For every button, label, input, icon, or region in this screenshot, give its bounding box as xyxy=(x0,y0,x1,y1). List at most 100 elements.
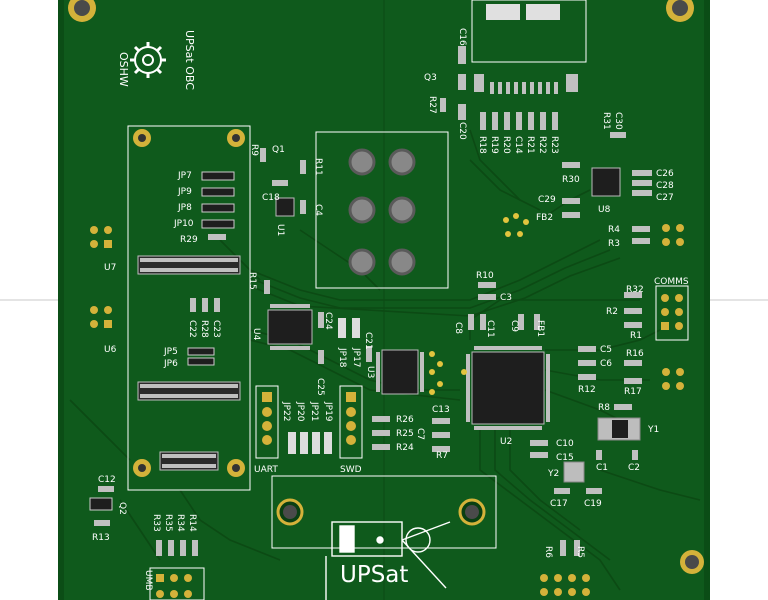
chip-u4[interactable] xyxy=(267,304,313,350)
chip-u8[interactable] xyxy=(591,167,621,197)
chip-u3[interactable] xyxy=(376,349,424,395)
ref-label-c2: C2 xyxy=(628,463,640,473)
ref-label-c1: C1 xyxy=(596,463,608,473)
battery-connector-holes xyxy=(348,148,416,276)
ref-label-y1: Y1 xyxy=(647,425,659,435)
ref-label-r16: R16 xyxy=(626,349,644,359)
ref-label-r17: R17 xyxy=(624,387,642,397)
test-pads-left xyxy=(90,226,112,328)
ref-label-c25: C25 xyxy=(315,378,325,396)
swd-label: SWD xyxy=(340,465,362,475)
ref-label-r11: R11 xyxy=(313,158,323,176)
ref-label-r22: R22 xyxy=(537,136,547,154)
ref-label-q1: Q1 xyxy=(272,145,285,155)
ref-label-r21: R21 xyxy=(525,136,535,154)
sd-connector-pad xyxy=(486,4,520,20)
board-connectors xyxy=(137,255,241,471)
ref-label-c21: C21 xyxy=(363,332,373,350)
umb-label: UMB xyxy=(143,570,153,591)
crystal-y1[interactable] xyxy=(597,417,641,441)
ref-label-jp18: JP18 xyxy=(337,347,347,368)
board-title: UPSat OBC xyxy=(183,30,196,90)
ref-label-jp10: JP10 xyxy=(173,219,194,229)
ref-label-u6: U6 xyxy=(104,345,117,355)
ref-label-r8: R8 xyxy=(598,403,610,413)
ref-label-r30: R30 xyxy=(562,175,580,185)
ref-label-c4: C4 xyxy=(313,204,323,216)
ref-label-c26: C26 xyxy=(656,169,674,179)
ref-label-jp5: JP5 xyxy=(163,347,178,357)
ref-label-r7: R7 xyxy=(436,451,448,461)
ref-label-r2: R2 xyxy=(606,307,618,317)
ref-label-jp20: JP20 xyxy=(295,401,305,422)
uart-label: UART xyxy=(254,465,278,475)
ref-label-r5: R5 xyxy=(575,546,585,558)
ref-label-c11: C11 xyxy=(485,320,495,338)
ref-label-r31: R31 xyxy=(601,112,611,130)
ref-label-r15: R15 xyxy=(247,272,257,290)
ref-label-u7: U7 xyxy=(104,263,116,273)
ref-label-c20: C20 xyxy=(457,122,467,140)
ref-label-r34: R34 xyxy=(175,514,185,532)
umb-header[interactable] xyxy=(149,567,205,600)
battery-connector-outline xyxy=(315,131,449,289)
ref-label-r4: R4 xyxy=(608,225,620,235)
ref-label-u8: U8 xyxy=(598,205,611,215)
ref-label-c15: C15 xyxy=(556,453,574,463)
ref-label-jp19: JP19 xyxy=(323,401,333,422)
ref-label-jp8: JP8 xyxy=(177,203,192,213)
ref-label-u3: U3 xyxy=(365,366,375,378)
ref-label-c30: C30 xyxy=(613,112,623,130)
ref-label-r33: R33 xyxy=(151,514,161,532)
ref-label-c3: C3 xyxy=(500,293,512,303)
ref-label-c16: C16 xyxy=(457,28,467,46)
brand-outline xyxy=(271,475,497,549)
ref-label-r1: R1 xyxy=(630,331,642,341)
ref-label-r12: R12 xyxy=(578,385,596,395)
ref-label-jp9: JP9 xyxy=(177,187,192,197)
comms-header[interactable] xyxy=(655,285,689,341)
ref-label-r13: R13 xyxy=(92,533,110,543)
ref-label-r6: R6 xyxy=(543,546,553,558)
ref-label-r14: R14 xyxy=(187,514,197,532)
ref-label-r19: R19 xyxy=(489,136,499,154)
ref-label-c8: C8 xyxy=(453,322,463,334)
ref-label-q2: Q2 xyxy=(117,502,127,515)
ref-label-q3: Q3 xyxy=(424,73,437,83)
vias xyxy=(429,213,529,395)
smd-passives xyxy=(89,46,652,556)
ref-label-r9: R9 xyxy=(249,144,259,156)
ref-label-r29: R29 xyxy=(180,235,198,245)
ref-label-c10: C10 xyxy=(556,439,574,449)
ref-label-r24: R24 xyxy=(396,443,414,453)
mounting-holes xyxy=(68,0,704,574)
silkscreen-text: OSHW UPSat OBC UPSat UART SWD COMMS UMB xyxy=(117,30,689,591)
ref-label-c14: C14 xyxy=(513,136,523,154)
ref-label-r10: R10 xyxy=(476,271,494,281)
mcu-u2[interactable] xyxy=(466,346,550,430)
ref-label-c6: C6 xyxy=(600,359,612,369)
comms-label: COMMS xyxy=(654,277,689,287)
ref-label-u1: U1 xyxy=(275,224,285,236)
ref-label-c24: C24 xyxy=(323,312,333,330)
ref-label-r23: R23 xyxy=(549,136,559,154)
jumpers-block[interactable] xyxy=(288,432,332,454)
ref-label-c9: C9 xyxy=(509,320,519,332)
uart-header[interactable] xyxy=(255,385,279,459)
ref-label-r25: R25 xyxy=(396,429,414,439)
ref-label-c29: C29 xyxy=(538,195,556,205)
ref-label-r26: R26 xyxy=(396,415,414,425)
ref-label-c17: C17 xyxy=(550,499,568,509)
brand-text: UPSat xyxy=(340,562,408,588)
ref-label-y2: Y2 xyxy=(547,469,559,479)
swd-header[interactable] xyxy=(339,385,363,459)
board-edge-right xyxy=(704,0,710,600)
upsat-logo-graphic xyxy=(325,521,451,600)
chip-u1[interactable] xyxy=(275,197,295,217)
ref-label-jp6: JP6 xyxy=(163,359,178,369)
crystal-y2[interactable] xyxy=(563,461,585,483)
ref-label-r27: R27 xyxy=(427,96,437,114)
ref-label-c18: C18 xyxy=(262,193,280,203)
